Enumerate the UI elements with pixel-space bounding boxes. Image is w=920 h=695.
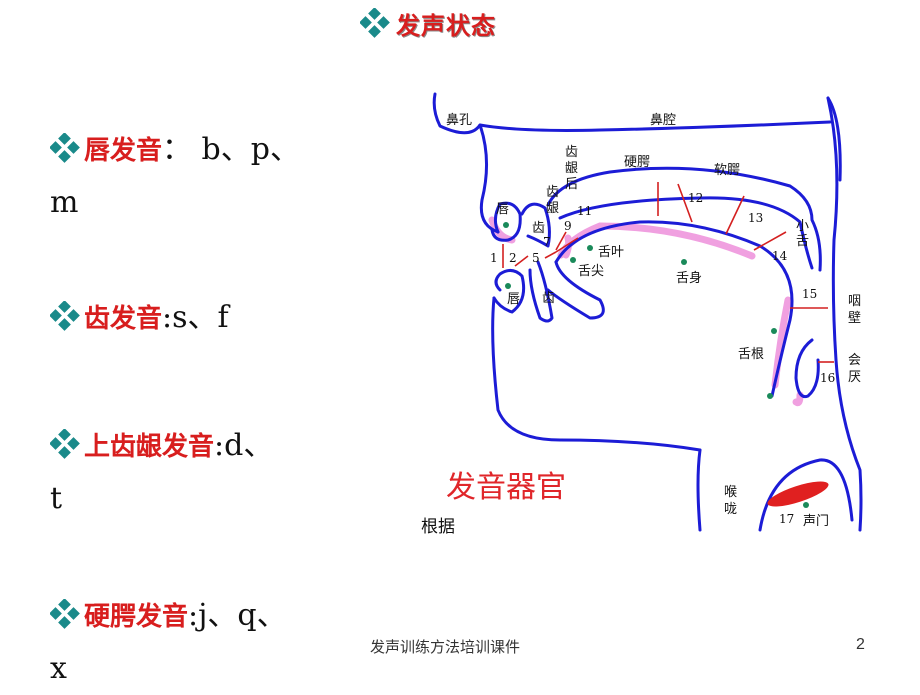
slide-title-text: 发声状态 xyxy=(396,11,496,40)
page-number: 2 xyxy=(856,636,865,653)
bullet-value: b、p、 xyxy=(192,132,300,167)
label-larynx-1: 喉 xyxy=(724,485,737,500)
label-larynx-2: 咙 xyxy=(724,502,737,517)
vocal-organs-diagram: 鼻孔 鼻腔 唇 齿 唇 齿 齿 龈 齿 龈 后 硬腭 软腭 小 舌 舌叶 舌尖 … xyxy=(432,92,863,532)
label-hard-palate: 硬腭 xyxy=(624,155,650,170)
bullet-separator: : xyxy=(214,428,225,463)
diamond-bullet-icon xyxy=(50,599,80,629)
number-2: 2 xyxy=(509,251,517,265)
label-soft-palate: 软腭 xyxy=(714,163,740,178)
label-uvula-1: 小 xyxy=(796,219,809,234)
label-post-alveolar-3: 后 xyxy=(565,177,578,192)
number-7: 7 xyxy=(543,235,551,249)
bullet-palatal: 硬腭发音:j、q、 x xyxy=(50,590,380,695)
diagram-caption: 发音器官 xyxy=(446,470,566,505)
bullet-separator: ： xyxy=(162,132,193,167)
number-15: 15 xyxy=(802,287,817,301)
bullet-label: 唇发音 xyxy=(84,136,163,166)
number-13: 13 xyxy=(748,211,763,225)
label-post-alveolar-1: 齿 xyxy=(565,145,578,160)
bullet-alveolar: 上齿龈发音:d、 t xyxy=(50,420,380,525)
bullet-value-continued: m xyxy=(50,185,79,220)
label-upper-teeth: 齿 xyxy=(532,221,545,236)
label-tongue-root: 舌根 xyxy=(738,347,764,362)
diamond-bullet-icon xyxy=(50,133,80,163)
label-epiglottis-1: 会 xyxy=(848,353,861,368)
bullet-label: 硬腭发音 xyxy=(84,602,189,632)
label-alveolar-1: 齿 xyxy=(546,185,559,200)
number-9: 9 xyxy=(564,219,572,233)
label-pharynx-wall-2: 壁 xyxy=(848,311,861,326)
diamond-bullet-icon xyxy=(360,8,390,38)
label-nasal-cavity: 鼻腔 xyxy=(650,112,676,128)
label-lower-teeth: 齿 xyxy=(542,291,555,306)
number-5: 5 xyxy=(532,251,540,265)
bullet-value: s、f xyxy=(172,300,229,335)
slide-footer: 发声训练方法培训课件 xyxy=(370,638,521,656)
label-epiglottis-2: 厌 xyxy=(848,370,861,385)
label-upper-lip: 唇 xyxy=(496,202,509,217)
number-14: 14 xyxy=(772,249,788,263)
number-1: 1 xyxy=(490,251,498,265)
label-alveolar-2: 龈 xyxy=(546,201,559,216)
bullet-value: d、 xyxy=(224,428,274,463)
label-lower-lip: 唇 xyxy=(507,292,520,307)
label-pharynx-wall-1: 咽 xyxy=(848,294,861,309)
diamond-bullet-icon xyxy=(50,429,80,459)
diamond-bullet-icon xyxy=(50,301,80,331)
bullet-label: 上齿龈发音 xyxy=(84,432,215,462)
bullet-value-continued: x xyxy=(50,651,67,686)
bullet-value: j、q、 xyxy=(198,598,287,633)
source-note: 根据 xyxy=(421,517,455,537)
bullet-separator: : xyxy=(162,300,173,335)
number-16: 16 xyxy=(820,371,835,385)
label-glottis: 声门 xyxy=(803,514,829,529)
glottis-marker xyxy=(767,481,829,507)
bullet-labial: 唇发音： b、p、 m xyxy=(50,124,380,229)
bullet-dental: 齿发音:s、f xyxy=(50,292,380,345)
bullet-value-continued: t xyxy=(50,481,63,516)
number-12: 12 xyxy=(688,191,703,205)
label-tongue-blade: 舌叶 xyxy=(598,245,624,260)
label-tongue-body: 舌身 xyxy=(676,270,702,286)
slide-title: 发声状态 xyxy=(360,6,496,40)
number-11: 11 xyxy=(577,204,592,218)
label-uvula-2: 舌 xyxy=(796,234,809,249)
label-nostril: 鼻孔 xyxy=(446,112,472,128)
number-17: 17 xyxy=(779,512,794,526)
bullet-label: 齿发音 xyxy=(84,304,163,334)
bullet-separator: : xyxy=(188,598,199,633)
label-tongue-tip: 舌尖 xyxy=(578,264,604,279)
label-post-alveolar-2: 龈 xyxy=(565,161,578,176)
